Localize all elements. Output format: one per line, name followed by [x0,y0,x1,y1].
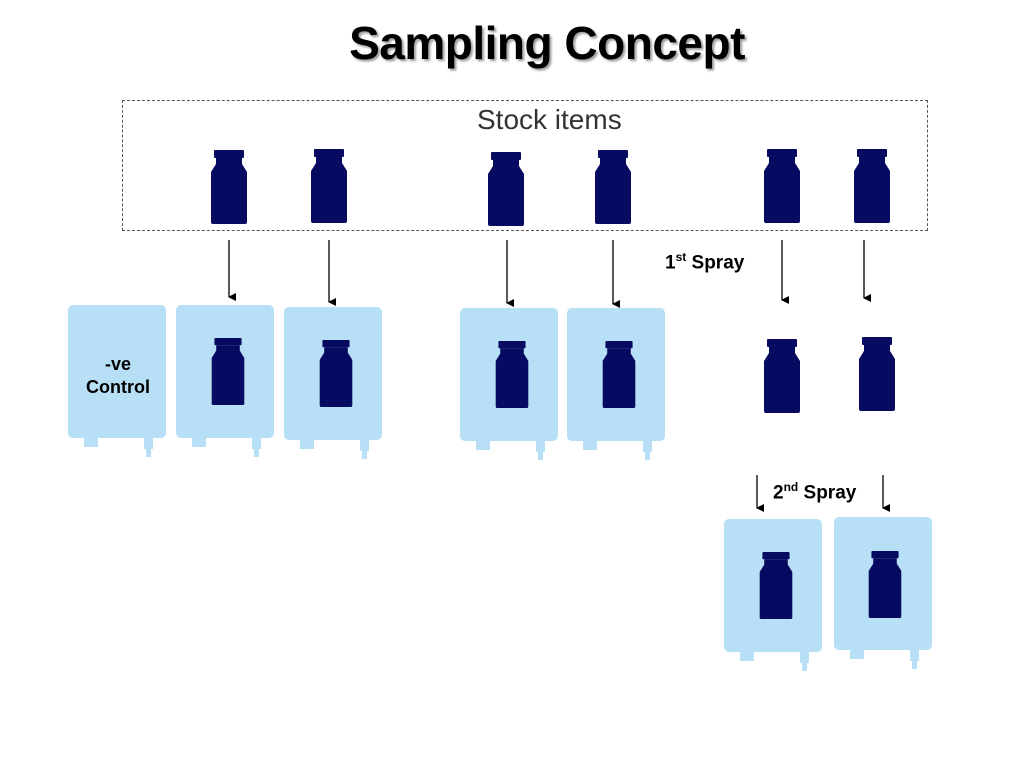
spray-number: 1 [665,252,676,274]
page-title: Sampling Concept [349,17,745,69]
control-label-line2: Control [86,377,150,397]
control-label-line1: -ve [104,354,131,374]
negative-control-bag [68,305,166,457]
stock-vial [487,152,525,226]
second-spray-label: 2nd Spray [773,480,856,504]
bagged-vial [494,341,530,408]
spray-suffix: nd [783,480,799,494]
sprayed-vial [763,339,801,413]
spray-number: 2 [773,482,784,504]
stock-vial [594,150,632,224]
stock-items-label: Stock items [477,104,622,135]
bagged-vial [601,341,637,408]
bagged-vial [210,338,246,405]
bagged-vial [758,552,794,619]
stock-items-box [122,100,928,231]
sample-bag [460,308,558,460]
stock-vial [310,149,348,223]
stock-vial [210,150,248,224]
spray-word: Spray [803,482,857,504]
sprayed-vial [858,337,896,411]
stock-vial [853,149,891,223]
bagged-vial [867,551,903,618]
first-spray-label: 1st Spray [665,250,744,274]
bagged-vial [318,340,354,407]
spray-word: Spray [691,252,745,274]
stock-vial [763,149,801,223]
negative-control-label: -ve Control [68,353,168,399]
spray-suffix: st [675,250,687,264]
